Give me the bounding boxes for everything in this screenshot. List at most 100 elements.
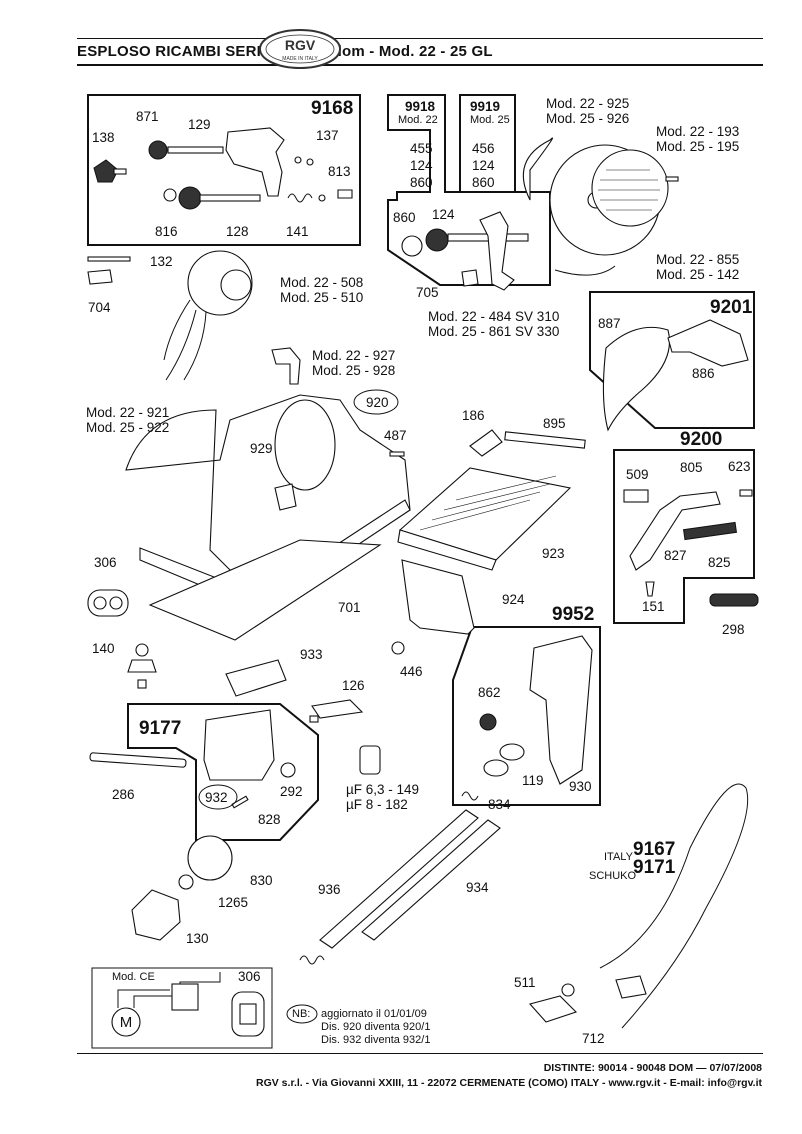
kit-9919-frame (459, 94, 516, 193)
housing-137 (225, 127, 285, 197)
handle-886 (667, 319, 749, 367)
label-298: 298 (722, 622, 745, 637)
label-uf-182: µF 8 - 182 (346, 797, 408, 812)
bracket-927 (271, 347, 301, 385)
label-834: 834 (488, 797, 511, 812)
knob-830 (187, 835, 233, 881)
washers-813 (294, 156, 353, 199)
screw-623 (739, 489, 753, 497)
label-mod25-195: Mod. 25 - 195 (656, 139, 740, 154)
spring-936 (299, 955, 325, 965)
grip-825 (682, 521, 738, 541)
guard-925 (522, 137, 554, 201)
label-895: 895 (543, 416, 566, 431)
kit-9168: 9168 (311, 98, 354, 119)
label-mod25-142: Mod. 25 - 142 (656, 267, 740, 282)
label-mod22-855: Mod. 22 - 855 (656, 252, 740, 267)
sleeve-119-b (499, 743, 525, 761)
kit-9919: 9919 (470, 99, 501, 114)
kit-9167: 9167 (633, 839, 676, 860)
mod-ce-frame (91, 967, 273, 1049)
label-130: 130 (186, 931, 209, 946)
label-456: 456 (472, 141, 495, 156)
bracket-704 (87, 269, 113, 285)
kit-9919-model: Mod. 25 (470, 114, 510, 126)
gear-871 (148, 140, 168, 160)
footer-distinte: DISTINTE: 90014 - 90048 DOM — 07/07/2008 (543, 1062, 762, 1074)
kit-9200: 9200 (680, 429, 723, 450)
kit-9167-prefix: ITALY (604, 851, 633, 863)
label-923: 923 (542, 546, 565, 561)
screw-140 (137, 679, 147, 689)
label-138: 138 (92, 130, 115, 145)
kit-9177-frame (127, 703, 319, 841)
label-126: 126 (342, 678, 365, 693)
label-128: 128 (226, 224, 249, 239)
logo-brand-text: RGV (285, 37, 316, 53)
label-455: 455 (410, 141, 433, 156)
blade-cover-193 (591, 149, 669, 227)
label-141: 141 (286, 224, 309, 239)
label-132: 132 (150, 254, 173, 269)
base-701 (148, 539, 382, 641)
plate-920 (274, 399, 336, 491)
label-487: 487 (384, 428, 407, 443)
screw-828 (231, 795, 249, 809)
label-292: 292 (280, 784, 303, 799)
grip-933 (225, 659, 287, 697)
plate-932 (203, 709, 275, 781)
arm-484 (479, 211, 515, 291)
label-929: 929 (250, 441, 273, 456)
arm-805 (629, 491, 721, 571)
label-924: 924 (502, 592, 525, 607)
label-701: 701 (338, 600, 361, 615)
spring-141 (287, 193, 313, 203)
label-mod-ce: Mod. CE (112, 971, 155, 983)
foot-140 (127, 659, 157, 673)
label-623: 623 (728, 459, 751, 474)
carriage-ribs (419, 475, 557, 531)
label-860-22: 860 (410, 175, 433, 190)
bracket-186 (469, 429, 503, 457)
screw-126 (309, 715, 319, 723)
rgv-logo: RGV MADE IN ITALY (259, 29, 341, 69)
label-813: 813 (328, 164, 351, 179)
note-line-2: Dis. 920 diventa 920/1 (321, 1021, 431, 1033)
label-119: 119 (522, 773, 544, 788)
plate-712 (528, 995, 578, 1023)
guard-924 (401, 559, 475, 635)
label-933: 933 (300, 647, 323, 662)
label-828: 828 (258, 812, 281, 827)
note-line-1: aggiornato il 01/01/09 (321, 1008, 427, 1020)
label-286: 286 (112, 787, 135, 802)
foot-140-cap (135, 643, 149, 657)
label-mod25-861: Mod. 25 - 861 SV 330 (428, 324, 560, 339)
rod-286 (89, 752, 187, 768)
ring-guard-855 (554, 265, 616, 276)
label-mod22-921: Mod. 22 - 921 (86, 405, 170, 420)
rod-895 (504, 431, 586, 449)
label-932: 932 (205, 790, 228, 805)
nb-oval (286, 1004, 318, 1024)
label-151: 151 (642, 599, 665, 614)
label-862: 862 (478, 685, 501, 700)
kit-9952: 9952 (552, 604, 595, 625)
logo-made-in-text: MADE IN ITALY (282, 56, 318, 62)
label-705: 705 (416, 285, 439, 300)
motor-symbol (111, 1007, 141, 1037)
label-871: 871 (136, 109, 159, 124)
label-712: 712 (582, 1031, 605, 1046)
label-mod22-508: Mod. 22 - 508 (280, 275, 364, 290)
note-tag: NB: (292, 1008, 311, 1020)
switch-306-button-on (93, 596, 107, 610)
gear-816 (178, 186, 202, 210)
label-827: 827 (664, 548, 687, 563)
label-mod25-922: Mod. 25 - 922 (86, 420, 170, 435)
label-934: 934 (466, 880, 489, 895)
switch-symbol (171, 983, 199, 1011)
label-mod25-510: Mod. 25 - 510 (280, 290, 364, 305)
kit-9200-frame (613, 449, 755, 624)
label-mod25-928: Mod. 25 - 928 (312, 363, 396, 378)
